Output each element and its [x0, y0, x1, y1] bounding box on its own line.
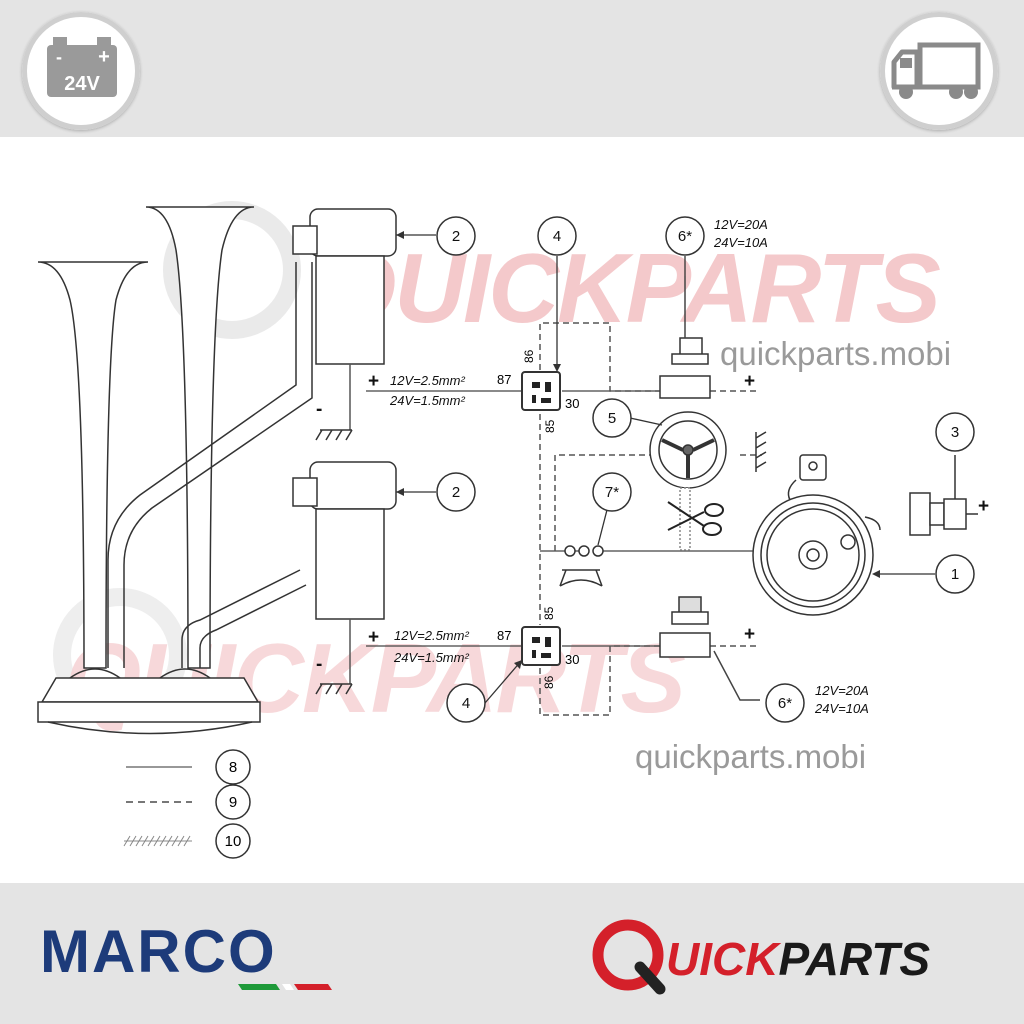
wire-top-gauge-24v: 24V=1.5mm² [389, 393, 465, 408]
marco-logo-text: MARCO [40, 918, 277, 985]
steering-wheel-switch [649, 411, 767, 551]
callout-numbers: 1 2 2 3 4 4 5 6* 6* 7* [452, 228, 959, 712]
battery-voltage-badge: - + 24V [22, 12, 140, 130]
wiring-dashed [539, 322, 762, 716]
legend-item-9 [215, 784, 251, 820]
fuse-bottom-rating-24v: 24V=10A [814, 701, 869, 716]
wiring-diagram: QUICKPARTS quickparts.mobi QUICKPARTS qu… [37, 201, 989, 859]
quickparts-logo: UICKPARTS [592, 919, 930, 995]
marco-flag-red [294, 984, 332, 990]
fuse-bottom [659, 596, 760, 701]
callout-leaders [396, 234, 935, 704]
marco-flag-green [238, 984, 280, 990]
relay-bottom: 85 87 30 86 [497, 606, 579, 689]
callout-circles [436, 216, 975, 723]
compressor-top [292, 208, 397, 441]
legend-item-10 [215, 823, 251, 859]
watermark-upper: QUICKPARTS quickparts.mobi [163, 201, 951, 372]
plus-sign-compressor-top: + [368, 371, 379, 392]
watermark-url-lower: quickparts.mobi [635, 738, 866, 775]
callout-6-top-number: 6* [678, 228, 692, 245]
callout-7 [592, 472, 632, 512]
relay-bottom-terminal-85: 85 [542, 606, 556, 620]
callout-1-number: 1 [951, 566, 959, 583]
callout-4-top-number: 4 [553, 228, 561, 245]
header-band [0, 0, 1024, 137]
legend-item-10-number: 10 [225, 833, 242, 850]
fuse-top [659, 276, 711, 399]
fuse-top-rating-24v: 24V=10A [713, 235, 768, 250]
callout-2-top-number: 2 [452, 228, 460, 245]
legend-item-9-number: 9 [229, 794, 237, 811]
relay-top-terminal-85: 85 [543, 419, 557, 433]
wire-top-gauge-12v: 12V=2.5mm² [390, 373, 465, 388]
battery-plus-sign: + [98, 46, 110, 68]
marco-flag-white [282, 984, 294, 990]
callout-1 [935, 554, 975, 594]
horn-button-7 [559, 545, 604, 587]
callout-6-top [665, 216, 705, 256]
callout-5 [592, 398, 632, 438]
relay-bottom-terminal-86: 86 [542, 675, 556, 689]
callout-4-bottom-number: 4 [462, 695, 470, 712]
plus-sign-compressor-bottom: + [368, 627, 379, 648]
legend-item-8-number: 8 [229, 759, 237, 776]
wire-bottom-gauge-24v: 24V=1.5mm² [393, 650, 469, 665]
spec-labels: 12V=20A 24V=10A 12V=20A 24V=10A 12V=2.5m… [389, 217, 869, 716]
quickparts-logo-text: UICKPARTS [666, 933, 930, 985]
wire-bottom-gauge-12v: 12V=2.5mm² [394, 628, 469, 643]
relay-top: 86 87 30 85 [497, 349, 579, 433]
relay-top-terminal-87: 87 [497, 372, 511, 387]
relay-bottom-terminal-30: 30 [565, 652, 579, 667]
vehicle-type-badge [880, 12, 998, 130]
arrow-to-horn [872, 570, 880, 578]
callout-4-bottom [446, 683, 486, 723]
fuse-top-rating-12v: 12V=20A [714, 217, 768, 232]
minus-sign-compressor-bottom: - [316, 654, 322, 675]
callout-4-top [537, 216, 577, 256]
horn-connector-3 [909, 455, 978, 536]
legend: 8 9 10 [123, 749, 251, 859]
battery-icon: - + 24V [47, 37, 117, 97]
battery-minus-sign: - [56, 47, 62, 67]
marco-logo: MARCO [40, 918, 332, 990]
watermark-brand-upper: QUICKPARTS [320, 233, 941, 343]
callout-2-top [436, 216, 476, 256]
callout-2-bottom-number: 2 [452, 484, 460, 501]
compressor-bottom [292, 461, 397, 695]
relay-top-terminal-30: 30 [565, 396, 579, 411]
scissors-icon [667, 501, 724, 536]
callout-3-number: 3 [951, 424, 959, 441]
quickparts-logo-tail [634, 961, 666, 995]
relay-bottom-terminal-87: 87 [497, 628, 511, 643]
battery-voltage-label: 24V [64, 73, 100, 95]
callout-6-bottom-number: 6* [778, 695, 792, 712]
footer-band [0, 883, 1024, 1024]
electric-horn [752, 454, 881, 616]
plus-sign-fuse-bottom: + [744, 624, 755, 645]
truck-icon [891, 42, 981, 99]
quickparts-logo-ring [592, 919, 664, 991]
plus-sign-fuse-top: + [744, 371, 755, 392]
callout-2-bottom [436, 472, 476, 512]
callout-5-number: 5 [608, 410, 616, 427]
fuse-bottom-rating-12v: 12V=20A [815, 683, 869, 698]
watermark-url-upper: quickparts.mobi [720, 335, 951, 372]
air-horn-trumpets [37, 206, 313, 735]
callout-3 [935, 412, 975, 452]
legend-hatched-line [123, 835, 192, 847]
minus-sign-compressor-top: - [316, 399, 322, 420]
polarity-signs: + + + + + - - [316, 371, 989, 675]
plus-sign-horn: + [978, 496, 989, 517]
callout-6-bottom [765, 683, 805, 723]
legend-item-8 [215, 749, 251, 785]
relay-top-terminal-86: 86 [522, 349, 536, 363]
callout-7-number: 7* [605, 484, 619, 501]
